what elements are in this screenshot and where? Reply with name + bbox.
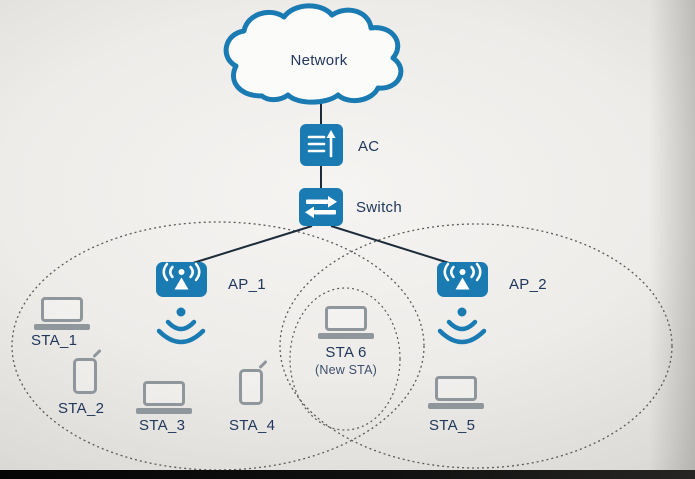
sta2-label: STA_2 xyxy=(58,400,105,417)
sta1-label: STA_1 xyxy=(31,332,78,349)
sta5-laptop-icon xyxy=(428,376,484,409)
coverage-area-ap2 xyxy=(279,223,673,469)
wifi-signal-ap1-icon xyxy=(156,307,206,345)
sta6-label: STA 6 xyxy=(325,344,367,361)
new-sta-area xyxy=(289,287,401,431)
link-switch-ap1 xyxy=(192,225,313,264)
switch-label: Switch xyxy=(356,199,402,216)
ap1-icon xyxy=(156,262,207,302)
photo-edge-shading xyxy=(649,0,695,479)
sta6-laptop-icon xyxy=(318,306,374,339)
sta1-laptop-icon xyxy=(34,297,90,330)
sta5-label: STA_5 xyxy=(429,417,476,434)
ac-label: AC xyxy=(358,138,380,155)
sta6-sublabel: (New STA) xyxy=(315,363,377,377)
switch-icon xyxy=(299,188,343,231)
link-switch-ap2 xyxy=(330,225,450,264)
sta3-label: STA_3 xyxy=(139,417,186,434)
ac-icon xyxy=(300,124,343,171)
sta4-label: STA_4 xyxy=(229,417,276,434)
wifi-signal-ap2-icon xyxy=(437,307,487,345)
sta2-phone-icon xyxy=(73,348,102,394)
ap1-label: AP_1 xyxy=(228,276,266,293)
ap2-label: AP_2 xyxy=(509,276,547,293)
coverage-area-ap1 xyxy=(11,221,425,471)
sta3-laptop-icon xyxy=(136,381,192,414)
screen-bezel xyxy=(0,470,695,479)
ap2-icon xyxy=(437,262,488,302)
network-label: Network xyxy=(290,52,348,69)
network-cloud-icon xyxy=(223,3,404,105)
sta4-phone-icon xyxy=(239,359,268,405)
